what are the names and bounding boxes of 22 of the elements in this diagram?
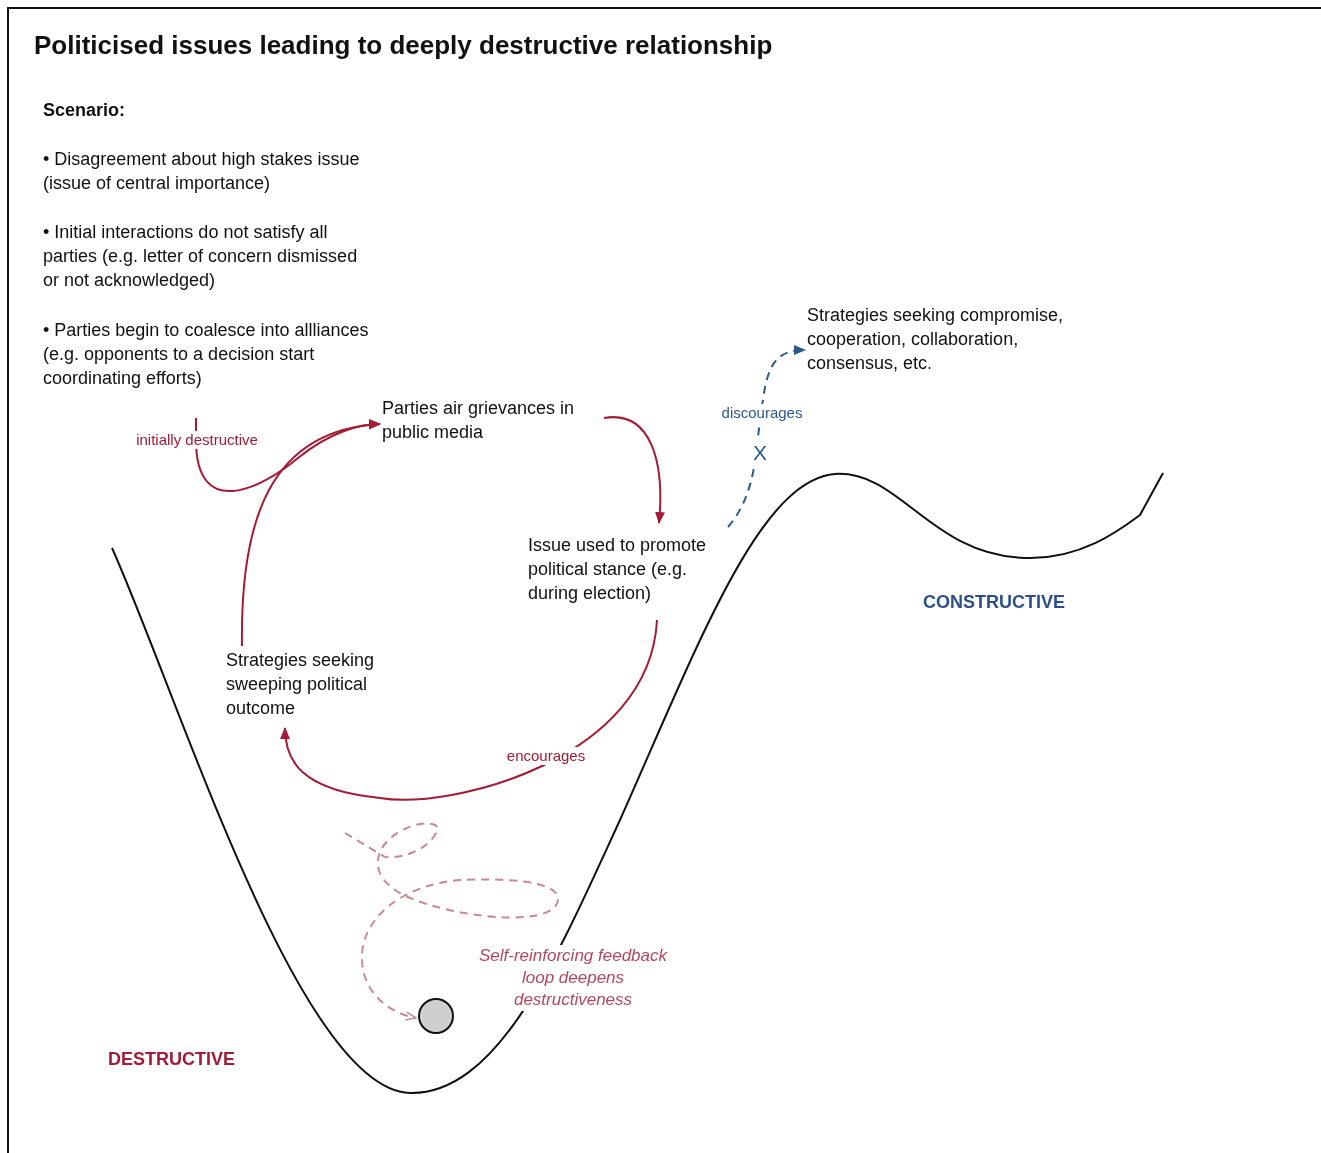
edge-label: discourages <box>720 404 804 422</box>
note-text: • Initial interactions do not satisfy all parties (e.g. letter of concern dismissed or not acknowledged) <box>43 221 359 292</box>
note-text: • Disagreement about high stakes issue (issue of central importance) <box>43 148 361 195</box>
diagram-title: Politicised issues leading to deeply destructive relationship <box>34 30 773 61</box>
node-text: Strategies seeking compromise, cooperation, collaboration, consensus, etc. <box>807 303 1079 375</box>
incoming-arrow <box>344 822 559 1021</box>
node-text: Parties air grievances in public media <box>382 396 614 444</box>
ball <box>418 998 454 1034</box>
node-text: Strategies seeking sweeping political outcome <box>226 648 410 720</box>
arrow <box>603 416 665 524</box>
arrow <box>727 345 806 528</box>
edge-label: encourages <box>505 747 587 765</box>
node-text: Issue used to promote political stance (e.g. during election) <box>528 533 740 605</box>
heading-text: DESTRUCTIVE <box>108 1048 236 1071</box>
heading-text: Scenario: <box>43 99 127 122</box>
arrow <box>241 420 381 647</box>
note-text: • Parties begin to coalesce into allliances (e.g. opponents to a decision start coordinating efforts) <box>43 319 369 390</box>
arrow <box>280 619 658 801</box>
note-text: Self-reinforcing feedback loop deepens destructiveness <box>476 945 670 1011</box>
edge-label: initially destructive <box>135 431 259 449</box>
blocked-mark: X <box>751 441 769 465</box>
heading-text: CONSTRUCTIVE <box>923 591 1066 614</box>
